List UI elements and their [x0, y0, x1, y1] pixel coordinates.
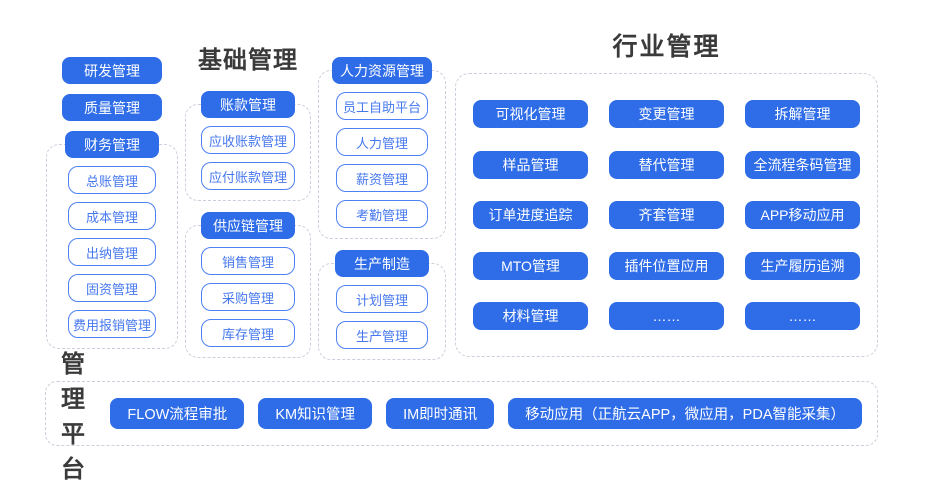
base-management-title: 基础管理 [198, 47, 298, 74]
module-button-rd[interactable]: 研发管理 [62, 57, 162, 84]
submodule-button[interactable]: 出纳管理 [68, 238, 156, 266]
submodule-button[interactable]: 费用报销管理 [68, 310, 156, 338]
submodule-button[interactable]: 固资管理 [68, 274, 156, 302]
industry-module-button[interactable]: 订单进度追踪 [473, 201, 588, 229]
industry-module-ellipsis: …… [609, 302, 724, 330]
industry-module-button[interactable]: MTO管理 [473, 251, 588, 280]
hr-group: 人力资源管理 员工自助平台 人力管理 薪资管理 考勤管理 [318, 57, 446, 239]
submodule-button[interactable]: 员工自助平台 [336, 92, 428, 120]
group-head-accounts[interactable]: 账款管理 [201, 91, 295, 118]
finance-group: 财务管理 总账管理 成本管理 出纳管理 固资管理 费用报销管理 [46, 131, 178, 349]
platform-module-button[interactable]: KM知识管理 [258, 398, 373, 429]
submodule-button[interactable]: 薪资管理 [336, 164, 428, 192]
group-head-hr[interactable]: 人力资源管理 [332, 57, 432, 84]
accounts-group-items: 应收账款管理 应付账款管理 [185, 118, 311, 201]
submodule-button[interactable]: 成本管理 [68, 202, 156, 230]
submodule-button[interactable]: 考勤管理 [336, 200, 428, 228]
industry-module-button[interactable]: 材料管理 [473, 302, 588, 330]
finance-column: 研发管理 质量管理 财务管理 总账管理 成本管理 出纳管理 固资管理 费用报销管… [46, 57, 178, 349]
industry-module-button[interactable]: 拆解管理 [745, 100, 860, 128]
industry-module-button[interactable]: 生产履历追溯 [745, 251, 860, 280]
platform-module-button[interactable]: IM即时通讯 [386, 398, 495, 429]
group-head-supply-chain[interactable]: 供应链管理 [201, 212, 295, 239]
industry-module-ellipsis: …… [745, 302, 860, 330]
industry-module-button[interactable]: 齐套管理 [609, 201, 724, 229]
submodule-button[interactable]: 应收账款管理 [201, 126, 295, 154]
submodule-button[interactable]: 人力管理 [336, 128, 428, 156]
submodule-button[interactable]: 销售管理 [201, 247, 295, 275]
management-platform-title: 管理平台 [61, 350, 87, 480]
platform-module-button[interactable]: FLOW流程审批 [110, 398, 245, 429]
industry-module-button[interactable]: APP移动应用 [745, 201, 860, 229]
module-button-qa[interactable]: 质量管理 [62, 94, 162, 121]
manufacturing-group: 生产制造 计划管理 生产管理 [318, 250, 446, 360]
submodule-button[interactable]: 计划管理 [336, 285, 428, 313]
submodule-button[interactable]: 总账管理 [68, 166, 156, 194]
submodule-button[interactable]: 生产管理 [336, 321, 428, 349]
submodule-button[interactable]: 采购管理 [201, 283, 295, 311]
management-platform-panel: 管理平台 FLOW流程审批 KM知识管理 IM即时通讯 移动应用（正航云APP，… [45, 351, 878, 480]
industry-management-panel: 可视化管理 变更管理 拆解管理 样品管理 替代管理 全流程条码管理 订单进度追踪… [455, 73, 878, 357]
platform-module-button[interactable]: 移动应用（正航云APP，微应用，PDA智能采集） [508, 398, 862, 429]
hr-group-items: 员工自助平台 人力管理 薪资管理 考勤管理 [318, 84, 446, 239]
industry-management-title: 行业管理 [612, 33, 721, 61]
industry-module-button[interactable]: 可视化管理 [473, 100, 588, 128]
hr-manufacturing-column: 人力资源管理 员工自助平台 人力管理 薪资管理 考勤管理 生产制造 计划管理 生… [318, 57, 446, 360]
industry-module-button[interactable]: 替代管理 [609, 150, 724, 179]
industry-module-button[interactable]: 样品管理 [473, 150, 588, 179]
manufacturing-group-items: 计划管理 生产管理 [318, 277, 446, 360]
industry-module-button[interactable]: 变更管理 [609, 100, 724, 128]
submodule-button[interactable]: 库存管理 [201, 319, 295, 347]
supply-chain-group-items: 销售管理 采购管理 库存管理 [185, 239, 311, 358]
finance-group-items: 总账管理 成本管理 出纳管理 固资管理 费用报销管理 [46, 158, 178, 349]
industry-module-button[interactable]: 插件位置应用 [609, 251, 724, 280]
accounts-group: 账款管理 应收账款管理 应付账款管理 [185, 91, 311, 201]
supply-chain-group: 供应链管理 销售管理 采购管理 库存管理 [185, 212, 311, 358]
group-head-manufacturing[interactable]: 生产制造 [335, 250, 429, 277]
group-head-finance[interactable]: 财务管理 [65, 131, 159, 158]
industry-module-button[interactable]: 全流程条码管理 [745, 150, 860, 179]
submodule-button[interactable]: 应付账款管理 [201, 162, 295, 190]
base-management-column: 基础管理 账款管理 应收账款管理 应付账款管理 供应链管理 销售管理 采购管理 … [185, 46, 311, 358]
